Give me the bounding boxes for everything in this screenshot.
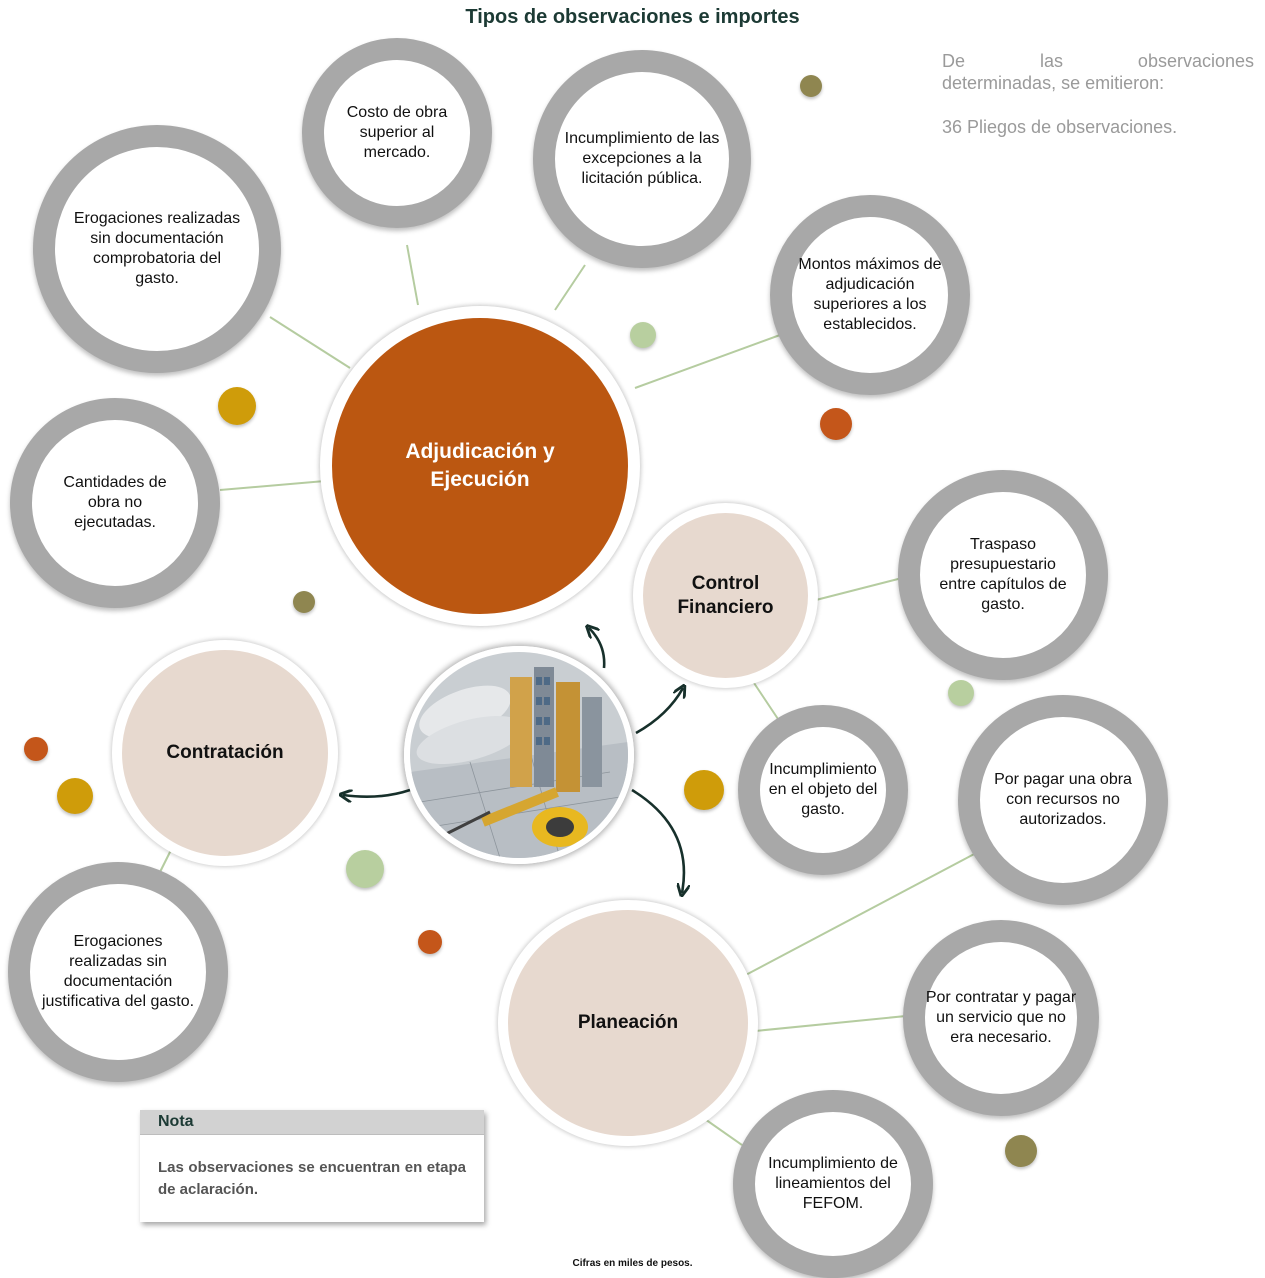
note-box: Nota Las observaciones se encuentran en … <box>140 1110 484 1222</box>
arrow-to-adjudicacion <box>589 628 606 669</box>
side-note-line1: De las observaciones <box>942 51 1254 71</box>
decorative-dot <box>218 387 256 425</box>
bubble-montos-text: Montos máximos de adjudicación superiore… <box>798 256 942 333</box>
arrow-to-planeacion <box>631 788 684 893</box>
hub-control-label: Control Financiero <box>677 572 774 618</box>
arrow-to-contratacion <box>343 790 411 797</box>
bubble-erogaciones-comprobatoria: Erogaciones realizadas sin documentación… <box>33 125 281 373</box>
bubble-erogaciones-comprobatoria-text: Erogaciones realizadas sin documentación… <box>73 210 241 287</box>
decorative-dot <box>820 408 852 440</box>
bubble-objeto-gasto-text: Incumplimiento en el objeto del gasto. <box>768 761 878 818</box>
decorative-dot <box>1005 1135 1037 1167</box>
bubble-fefom: Incumplimiento de lineamientos del FEFOM… <box>733 1090 933 1278</box>
bubble-recursos-no-autorizados: Por pagar una obra con recursos no autor… <box>958 695 1168 905</box>
hub-adjudicacion-label: Adjudicación y Ejecución <box>405 440 555 491</box>
bubble-erogaciones-justificativa: Erogaciones realizadas sin documentación… <box>8 862 228 1082</box>
bubble-cantidades-text: Cantidades de obra no ejecutadas. <box>63 474 167 531</box>
hub-planeacion-label: Planeación <box>577 1012 679 1033</box>
decorative-dot <box>24 737 48 761</box>
construction-image <box>404 646 634 864</box>
hub-contratacion: Contratación <box>112 640 338 866</box>
bubble-excepciones: Incumplimiento de las excepciones a la l… <box>533 50 751 268</box>
bubble-costo-obra: Costo de obra superior al mercado. <box>302 38 492 228</box>
bubble-montos: Montos máximos de adjudicación superiore… <box>770 195 970 395</box>
decorative-dot <box>800 75 822 97</box>
side-note-line3: 36 Pliegos de observaciones. <box>942 117 1178 137</box>
decorative-dot <box>948 680 974 706</box>
note-header: Nota <box>140 1110 484 1135</box>
note-text: Las observaciones se encuentran en etapa… <box>158 1159 466 1198</box>
hub-adjudicacion-ejecucion: Adjudicación y Ejecución <box>320 306 640 626</box>
bubble-erogaciones-justificativa-text: Erogaciones realizadas sin documentación… <box>41 933 195 1010</box>
decorative-dot <box>346 850 384 888</box>
bubble-traspaso: Traspaso presupuestario entre capítulos … <box>898 470 1108 680</box>
footnote: Cifras en miles de pesos. <box>572 1258 693 1269</box>
bubble-traspaso-text: Traspaso presupuestario entre capítulos … <box>939 536 1067 613</box>
bubble-objeto-gasto: Incumplimiento en el objeto del gasto. <box>738 705 908 875</box>
side-note-line2: determinadas, se emitieron: <box>942 73 1165 93</box>
hub-planeacion: Planeación <box>498 900 758 1146</box>
side-note: De las observaciones determinadas, se em… <box>942 50 1254 138</box>
hub-contratacion-label: Contratación <box>166 742 284 763</box>
decorative-dot <box>293 591 315 613</box>
arrow-to-control <box>635 688 683 735</box>
bubble-fefom-text: Incumplimiento de lineamientos del FEFOM… <box>768 1155 898 1212</box>
bubble-servicio-no-necesario-text: Por contratar y pagar un servicio que no… <box>925 989 1077 1046</box>
bubble-excepciones-text: Incumplimiento de las excepciones a la l… <box>564 130 720 187</box>
bubble-recursos-no-autorizados-text: Por pagar una obra con recursos no autor… <box>994 771 1132 828</box>
page-title: Tipos de observaciones e importes <box>465 6 800 28</box>
hub-control-financiero: Control Financiero <box>633 503 818 688</box>
bubble-costo-obra-text: Costo de obra superior al mercado. <box>346 104 448 161</box>
bubble-cantidades: Cantidades de obra no ejecutadas. <box>10 398 220 608</box>
decorative-dot <box>418 930 442 954</box>
decorative-dot <box>630 322 656 348</box>
bubble-servicio-no-necesario: Por contratar y pagar un servicio que no… <box>903 920 1099 1116</box>
decorative-dot <box>684 770 724 810</box>
decorative-dot <box>57 778 93 814</box>
